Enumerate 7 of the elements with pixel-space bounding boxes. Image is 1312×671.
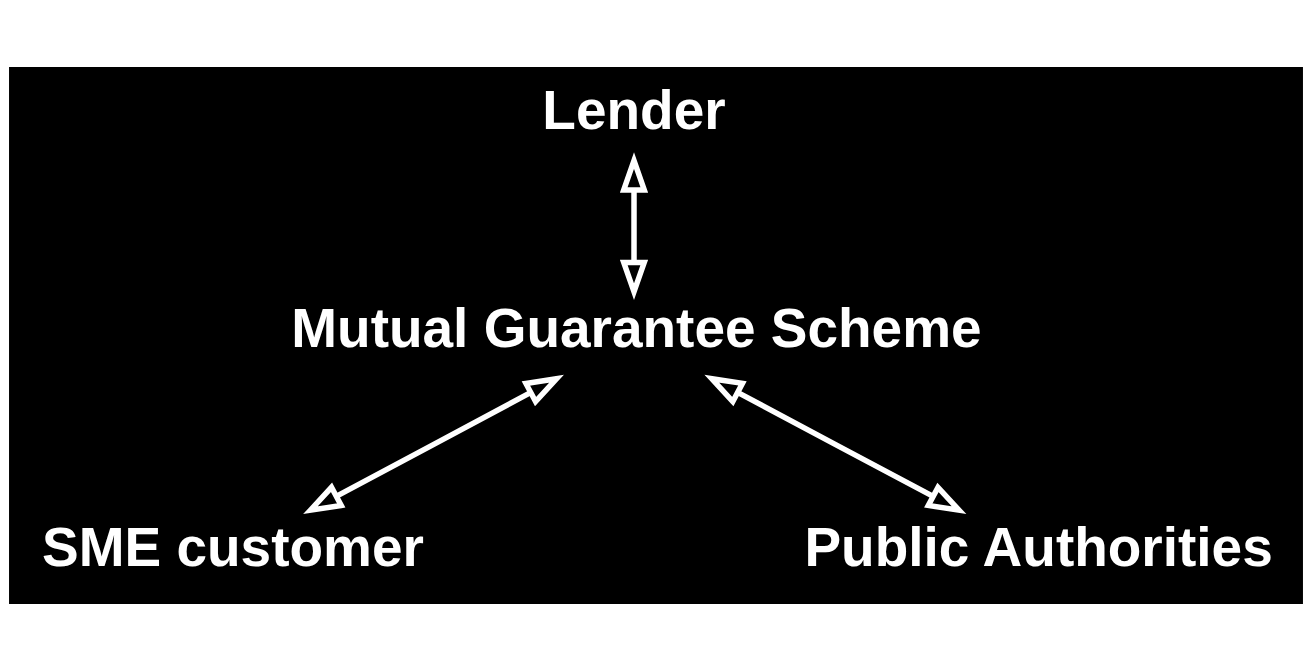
- node-text: SME customer: [42, 515, 424, 578]
- arrow: [619, 152, 649, 301]
- arrow: [303, 374, 564, 515]
- node-text: Lender: [542, 79, 726, 142]
- node-text: Public Authorities: [804, 515, 1273, 578]
- node-text: Mutual Guarantee Scheme: [291, 297, 982, 360]
- arrow: [704, 374, 967, 515]
